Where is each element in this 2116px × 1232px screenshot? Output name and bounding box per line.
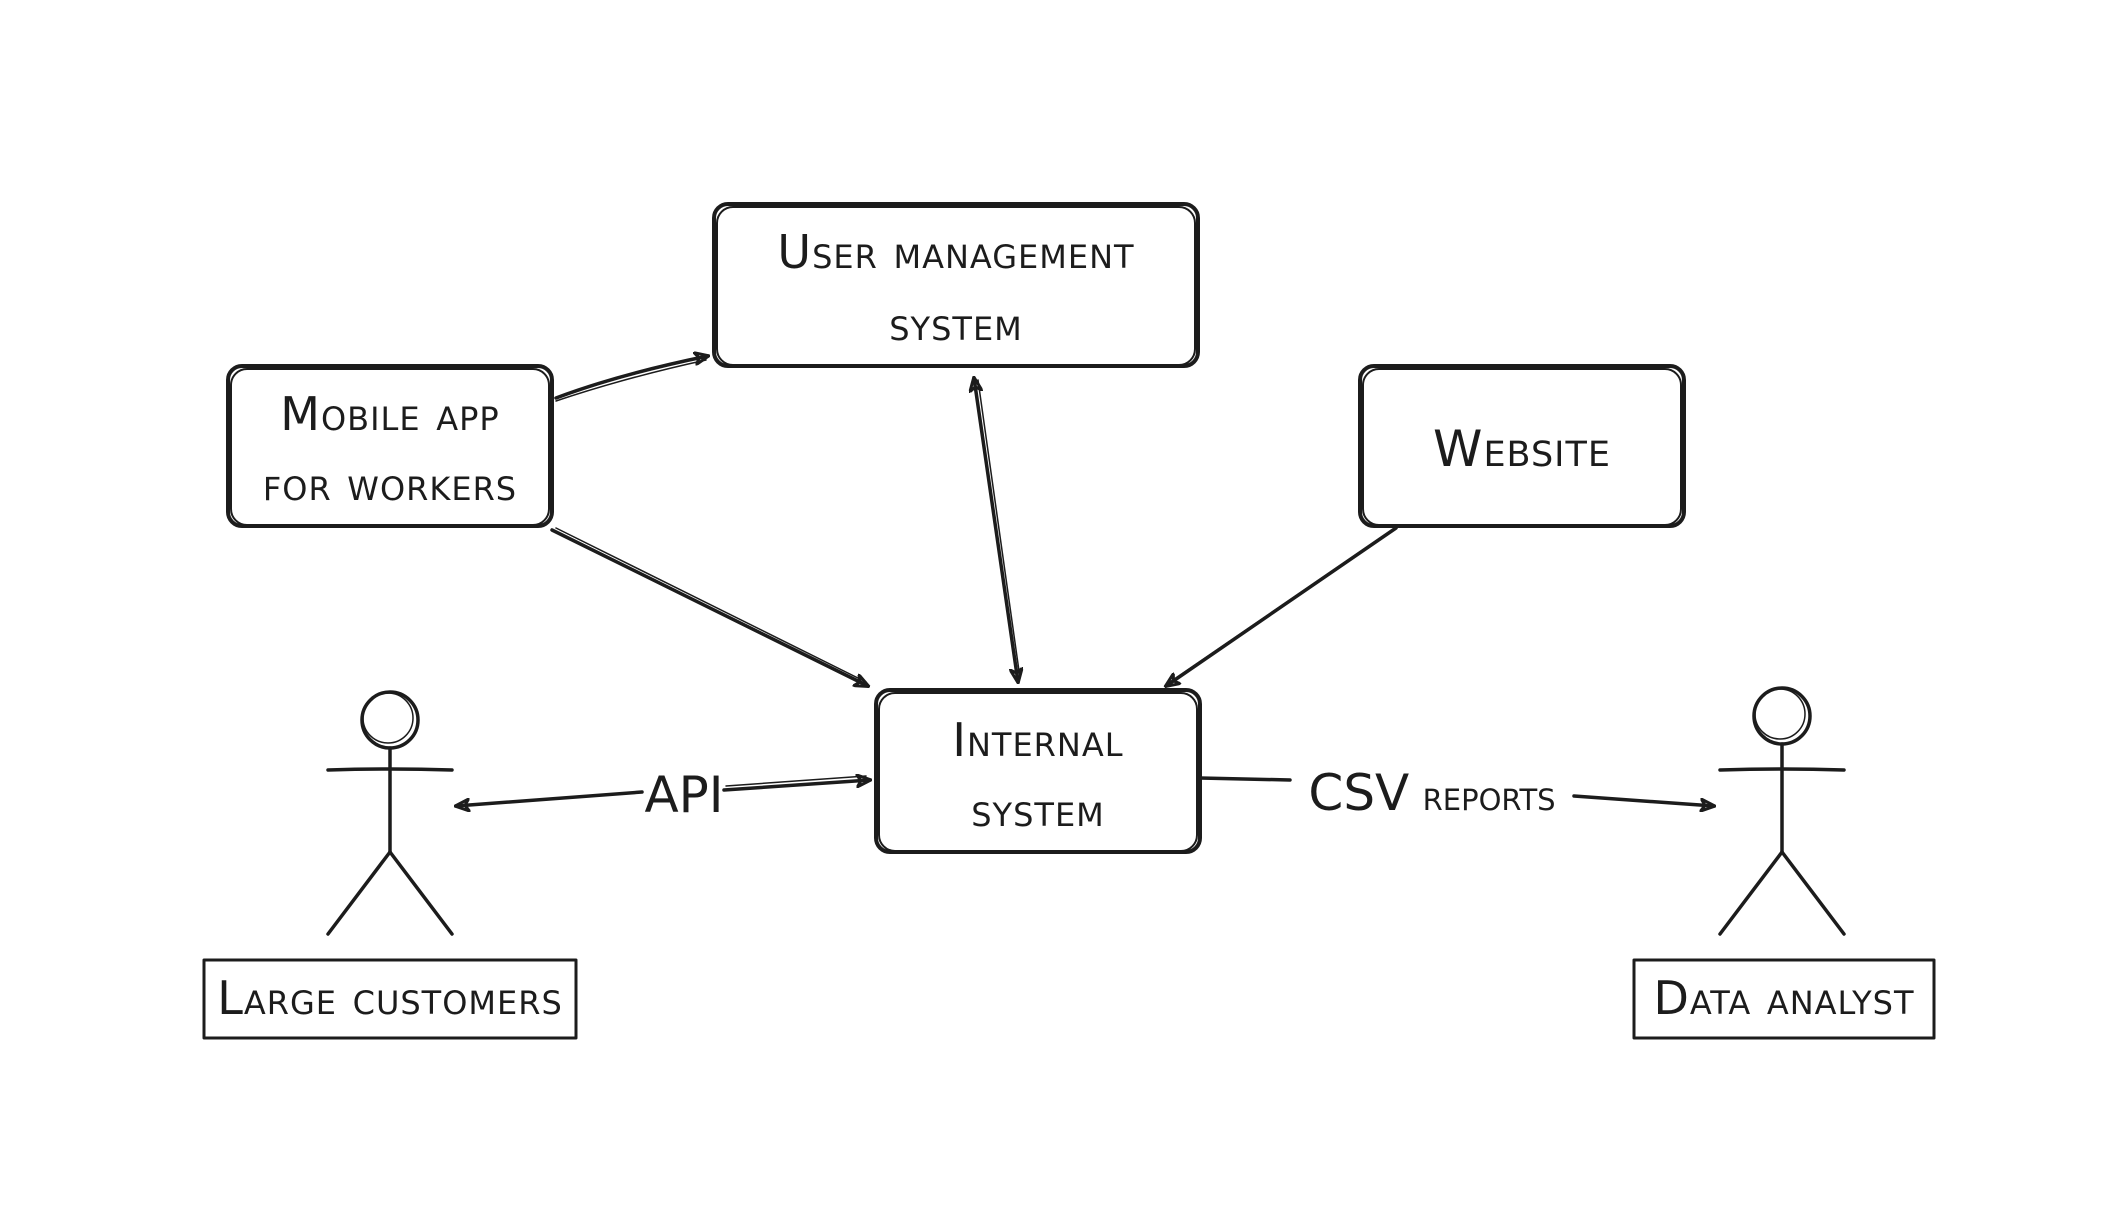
internal-system-node: Internal system <box>874 688 1202 854</box>
api-label: API <box>644 766 723 824</box>
data-analyst-label: Data analyst <box>1653 971 1914 1025</box>
arrow-website-to-internal <box>1166 526 1398 686</box>
csv-reports-label: CSV reports <box>1308 764 1555 822</box>
large-customers-label: Large customers <box>217 971 563 1025</box>
stick-figure-icon <box>1718 686 1846 936</box>
website-label: Website <box>1433 420 1611 478</box>
arrow-mobile-to-internal <box>550 527 868 686</box>
internal-system-label-1: Internal <box>952 713 1123 767</box>
mobile-app-label-2: for workers <box>263 457 517 511</box>
user-management-label-2: system <box>889 297 1023 351</box>
website-node: Website <box>1358 364 1686 528</box>
stick-figure-icon <box>326 690 454 936</box>
user-management-system-node: User management system <box>712 202 1200 368</box>
internal-system-label-2: system <box>971 783 1105 837</box>
arrow-mobile-to-user-management <box>554 356 708 402</box>
arrow-csv-reports: CSV reports <box>1198 764 1714 822</box>
mobile-app-node: Mobile app for workers <box>226 364 554 528</box>
large-customers-actor: Large customers <box>202 690 578 1040</box>
mobile-app-label-1: Mobile app <box>280 387 499 441</box>
arrow-user-management-internal <box>974 378 1020 682</box>
arrow-api: API <box>456 766 870 824</box>
user-management-label-1: User management <box>777 225 1134 279</box>
data-analyst-actor: Data analyst <box>1632 686 1936 1040</box>
